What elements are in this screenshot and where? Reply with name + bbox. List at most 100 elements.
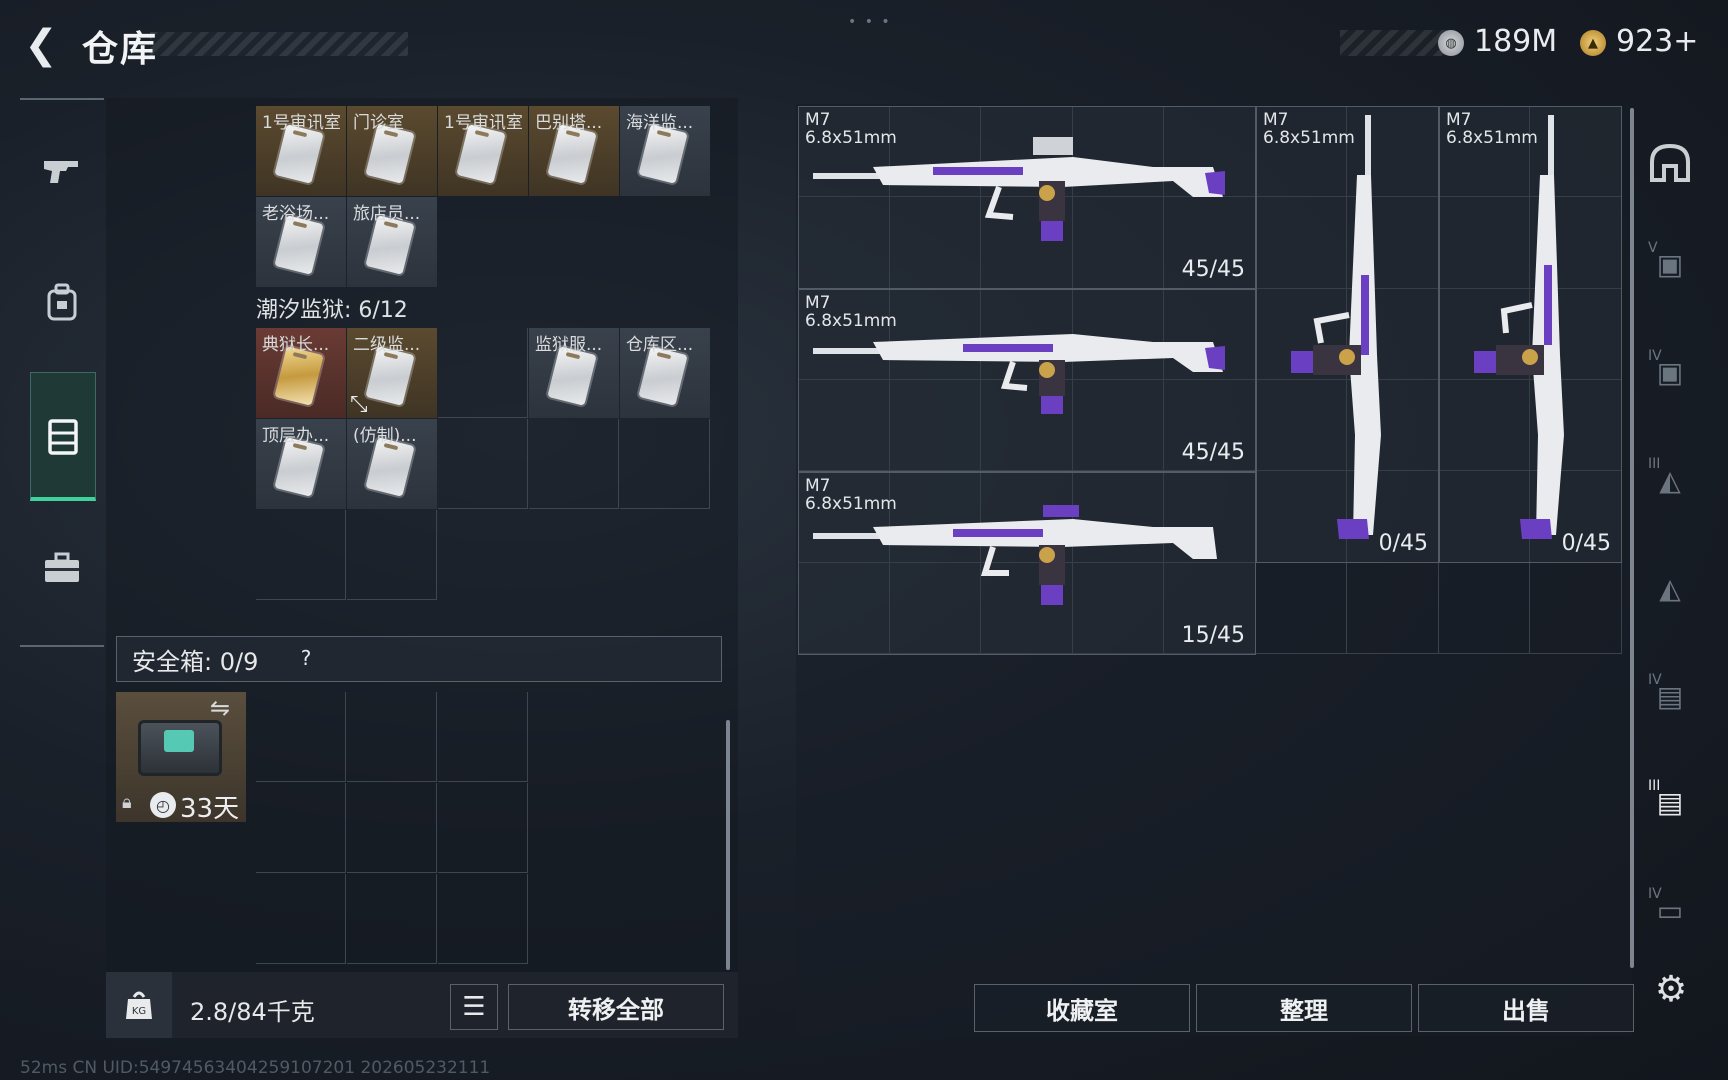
keycard-item[interactable]: 旅店员... bbox=[347, 197, 437, 287]
empty-slot[interactable] bbox=[347, 510, 437, 600]
stash-slot[interactable] bbox=[981, 562, 1073, 654]
weapon-item[interactable]: M7 6.8x51mm 0/45 bbox=[1439, 106, 1622, 563]
collection-room-button[interactable]: 收藏室 bbox=[974, 984, 1190, 1032]
currency2-value[interactable]: 923+ bbox=[1616, 24, 1699, 59]
weapon-item[interactable]: M7 6.8x51mm 45/45 bbox=[798, 289, 1256, 472]
keycard-item[interactable]: 海洋监... bbox=[620, 106, 710, 196]
empty-slot[interactable] bbox=[529, 419, 619, 509]
organize-button[interactable]: 整理 bbox=[1196, 984, 1412, 1032]
stash-slot[interactable] bbox=[1438, 380, 1531, 472]
safe-box-days: 33天 bbox=[180, 794, 240, 824]
empty-slot[interactable] bbox=[438, 419, 528, 509]
stash-slot[interactable] bbox=[1438, 197, 1531, 289]
keycard-item[interactable]: 老浴场... bbox=[256, 197, 346, 287]
stash-slot[interactable] bbox=[1255, 197, 1348, 289]
stash-slot[interactable] bbox=[889, 106, 982, 198]
weapon-filter-icon[interactable]: III▤ bbox=[1648, 778, 1684, 819]
empty-slot[interactable] bbox=[620, 419, 710, 509]
weapon-name: M7 6.8x51mm bbox=[1263, 110, 1355, 148]
back-arrow-icon[interactable]: ❮ bbox=[24, 22, 58, 68]
stash-slot[interactable] bbox=[798, 288, 890, 380]
backpack-filter-icon[interactable]: IV▤ bbox=[1648, 672, 1684, 713]
item-grid-bottom: 典狱长... 二级监... 监狱服... 仓库区... 顶层办... (仿制).… bbox=[256, 328, 716, 602]
backpack-tab-icon[interactable] bbox=[30, 270, 94, 334]
stash-slot[interactable] bbox=[1072, 562, 1165, 654]
item-label: 监狱服... bbox=[535, 335, 603, 355]
stash-slot[interactable] bbox=[1438, 288, 1531, 380]
stash-slot[interactable] bbox=[889, 471, 982, 563]
weapon-item[interactable]: M7 6.8x51mm 15/45 bbox=[798, 472, 1256, 655]
item-label: 门诊室 bbox=[353, 113, 404, 133]
keycard-item[interactable]: (仿制)... bbox=[347, 419, 437, 509]
stash-slot[interactable] bbox=[1255, 380, 1348, 472]
stash-slot[interactable] bbox=[798, 106, 890, 198]
weapon-item[interactable]: M7 6.8x51mm 0/45 bbox=[1256, 106, 1439, 563]
rig-filter-icon[interactable]: ◭ bbox=[1659, 571, 1681, 605]
empty-slot[interactable] bbox=[256, 692, 346, 782]
transfer-all-button[interactable]: 转移全部 bbox=[508, 984, 724, 1030]
keycard-item[interactable]: 1号审讯室 bbox=[438, 106, 528, 196]
stash-slot[interactable] bbox=[889, 288, 982, 380]
stash-slot[interactable] bbox=[1255, 106, 1348, 198]
empty-slot[interactable] bbox=[256, 874, 346, 964]
empty-slot[interactable] bbox=[438, 874, 528, 964]
list-view-button[interactable]: ☰ bbox=[450, 984, 498, 1030]
stash-slot[interactable] bbox=[798, 471, 890, 563]
swap-icon[interactable]: ⤡ bbox=[350, 392, 368, 417]
stash-slot[interactable] bbox=[1347, 562, 1439, 654]
stash-tab-icon[interactable] bbox=[30, 372, 96, 501]
stash-slot[interactable] bbox=[1530, 562, 1622, 654]
stash-slot[interactable] bbox=[1072, 106, 1165, 198]
sell-button[interactable]: 出售 bbox=[1418, 984, 1634, 1032]
stash-slot[interactable] bbox=[889, 562, 982, 654]
stash-slot[interactable] bbox=[1255, 562, 1348, 654]
stash-slot[interactable] bbox=[798, 562, 890, 654]
toolbox-tab-icon[interactable] bbox=[30, 536, 94, 600]
armor-filter-icon[interactable]: IV▣ bbox=[1648, 348, 1684, 389]
stash-slot[interactable] bbox=[798, 380, 890, 472]
item-label: (仿制)... bbox=[353, 426, 417, 446]
stash-slot[interactable] bbox=[1438, 562, 1531, 654]
empty-slot[interactable] bbox=[347, 783, 437, 873]
title-decoration bbox=[150, 32, 408, 56]
item-label: 顶层办... bbox=[262, 426, 330, 446]
helmet-filter-icon[interactable] bbox=[1644, 136, 1696, 188]
stash-scrollbar[interactable] bbox=[1630, 108, 1634, 968]
keycard-item[interactable]: 监狱服... bbox=[529, 328, 619, 418]
weapon-name: M7 6.8x51mm bbox=[1446, 110, 1538, 148]
swap-arrows-icon[interactable]: ⇋ bbox=[210, 694, 231, 722]
case-filter-icon[interactable]: IV▭ bbox=[1648, 886, 1684, 927]
help-icon[interactable]: ? bbox=[300, 646, 312, 670]
keycard-item[interactable]: 二级监... bbox=[347, 328, 437, 418]
stash-slot[interactable] bbox=[1072, 288, 1165, 380]
keycard-item[interactable]: 门诊室 bbox=[347, 106, 437, 196]
keycard-item[interactable]: 典狱长... bbox=[256, 328, 346, 418]
stash-slot[interactable] bbox=[1255, 288, 1348, 380]
empty-slot[interactable] bbox=[438, 328, 528, 418]
keycard-item[interactable]: 顶层办... bbox=[256, 419, 346, 509]
keycard-item[interactable]: 巴别塔... bbox=[529, 106, 619, 196]
armor-filter-icon[interactable]: V▣ bbox=[1648, 240, 1684, 281]
backpack-scrollbar[interactable] bbox=[726, 720, 730, 970]
stash-slot[interactable] bbox=[1072, 380, 1165, 472]
filter-level-label: IV bbox=[1648, 348, 1662, 364]
stash-grid: M7 6.8x51mm 45/45 M7 6.8x51mm 45/45 bbox=[798, 106, 1622, 655]
stash-slot[interactable] bbox=[1072, 471, 1165, 563]
weapon-tab-icon[interactable] bbox=[30, 138, 94, 202]
gear-icon[interactable]: ⚙ bbox=[1654, 968, 1688, 1010]
empty-slot[interactable] bbox=[256, 783, 346, 873]
currency-decoration bbox=[1340, 30, 1450, 56]
empty-slot[interactable] bbox=[438, 783, 528, 873]
empty-slot[interactable] bbox=[256, 510, 346, 600]
keycard-item[interactable]: 1号审讯室 bbox=[256, 106, 346, 196]
stash-slot[interactable] bbox=[889, 380, 982, 472]
stash-slot[interactable] bbox=[981, 380, 1073, 472]
rig-filter-icon[interactable]: III◭ bbox=[1648, 456, 1681, 497]
empty-slot[interactable] bbox=[347, 874, 437, 964]
currency1-value[interactable]: 189M bbox=[1474, 24, 1558, 59]
weapon-item[interactable]: M7 6.8x51mm 45/45 bbox=[798, 106, 1256, 289]
keycard-item[interactable]: 仓库区... bbox=[620, 328, 710, 418]
empty-slot[interactable] bbox=[438, 692, 528, 782]
stash-slot[interactable] bbox=[1438, 106, 1531, 198]
empty-slot[interactable] bbox=[347, 692, 437, 782]
